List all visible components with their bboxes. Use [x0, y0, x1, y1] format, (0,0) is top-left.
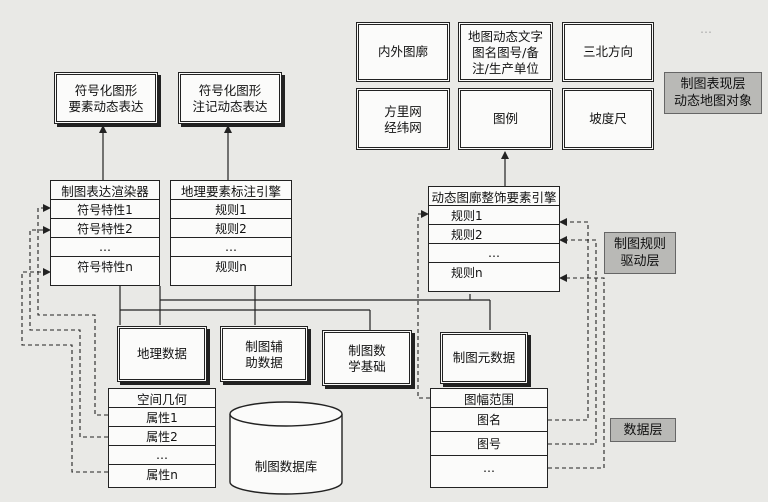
- decoration-engine-title: 动态图廓整饰要素引擎: [429, 187, 559, 206]
- labeling-engine-row: 规则n: [215, 260, 247, 274]
- decoration-engine-row: …: [429, 244, 559, 263]
- geometry-title: 空间几何: [109, 389, 215, 408]
- geometry-row: 属性n: [146, 468, 178, 482]
- grid-line-1: 方里网: [384, 104, 422, 119]
- metadata-label: 制图元数据: [452, 350, 516, 365]
- math-basis-box: 制图数 学基础: [322, 330, 412, 386]
- presentation-layer-tag: 制图表现层 动态地图对象: [664, 72, 762, 114]
- aux-data-box: 制图辅 助数据: [220, 326, 308, 382]
- renderer-row: 符号特性2: [51, 219, 159, 238]
- labeling-engine-title: 地理要素标注引擎: [171, 181, 291, 200]
- geometry-row: 属性2: [109, 427, 215, 446]
- legend-box: 图例: [458, 88, 553, 150]
- inner-outer-frame-box: 内外图廓: [356, 22, 450, 82]
- renderer-row: 符号特性n: [77, 260, 133, 274]
- map-text-line-1: 地图动态文字: [467, 29, 543, 44]
- renderer-title: 制图表达渲染器: [51, 181, 159, 200]
- labeling-engine-row: 规则1: [171, 200, 291, 219]
- geometry-box: 空间几何 属性1 属性2 … 属性n: [108, 388, 216, 488]
- geo-data-label: 地理数据: [136, 346, 187, 361]
- sheet-info-row: …: [483, 461, 495, 475]
- slope-ruler-label: 坡度尺: [589, 111, 627, 126]
- labeling-engine-row: 规则2: [171, 219, 291, 238]
- math-basis-line-1: 制图数: [348, 343, 386, 358]
- presentation-layer-line-2: 动态地图对象: [673, 94, 752, 109]
- north-arrows-label: 三北方向: [582, 44, 633, 59]
- metadata-box: 制图元数据: [440, 332, 528, 384]
- math-basis-line-2: 学基础: [348, 359, 386, 374]
- presentation-layer-line-1: 制图表现层: [680, 77, 746, 92]
- legend-label: 图例: [492, 111, 518, 126]
- data-layer-label: 数据层: [623, 422, 663, 438]
- decoration-engine-row: 规则n: [451, 266, 483, 280]
- rule-layer-line-2: 驱动层: [620, 254, 660, 269]
- renderer-box: 制图表达渲染器 符号特性1 符号特性2 … 符号特性n: [50, 180, 160, 286]
- renderer-row: 符号特性1: [51, 200, 159, 219]
- symbol-feature-line-2: 要素动态表达: [68, 99, 144, 114]
- grid-box: 方里网 经纬网: [356, 88, 450, 150]
- map-text-box: 地图动态文字 图名图号/备 注/生产单位: [458, 22, 553, 82]
- geometry-row: 属性1: [109, 408, 215, 427]
- labeling-engine-box: 地理要素标注引擎 规则1 规则2 … 规则n: [170, 180, 292, 286]
- rule-layer-tag: 制图规则 驱动层: [604, 232, 676, 274]
- database-label: 制图数据库: [254, 459, 318, 474]
- geometry-row: …: [109, 446, 215, 465]
- symbol-annotation-line-2: 注记动态表达: [192, 99, 268, 114]
- aux-data-line-2: 助数据: [245, 355, 283, 370]
- rule-layer-line-1: 制图规则: [613, 237, 666, 252]
- symbol-feature-box: 符号化图形 要素动态表达: [54, 72, 158, 124]
- renderer-row: …: [51, 238, 159, 257]
- sheet-info-row: 图名: [431, 408, 547, 432]
- labeling-engine-row: …: [171, 238, 291, 257]
- database-cylinder: [229, 401, 343, 495]
- decoration-engine-box: 动态图廓整饰要素引擎 规则1 规则2 … 规则n: [428, 186, 560, 292]
- symbol-feature-line-1: 符号化图形: [74, 83, 138, 98]
- sheet-info-row: 图号: [431, 432, 547, 456]
- slope-ruler-box: 坡度尺: [562, 88, 654, 150]
- north-arrows-box: 三北方向: [562, 22, 654, 82]
- inner-outer-frame-label: 内外图廓: [377, 44, 428, 59]
- symbol-annotation-line-1: 符号化图形: [198, 83, 262, 98]
- sheet-info-box: 图幅范围 图名 图号 …: [430, 388, 548, 488]
- map-text-line-2: 图名图号/备: [472, 45, 539, 60]
- geo-data-box: 地理数据: [117, 326, 207, 382]
- decoration-engine-row: 规则2: [429, 225, 559, 244]
- data-layer-tag: 数据层: [610, 418, 676, 442]
- decoration-engine-row: 规则1: [429, 206, 559, 225]
- sheet-info-title: 图幅范围: [431, 389, 547, 408]
- background-text: …: [700, 22, 712, 36]
- map-text-line-3: 注/生产单位: [472, 61, 539, 76]
- symbol-annotation-box: 符号化图形 注记动态表达: [178, 72, 282, 124]
- aux-data-line-1: 制图辅: [245, 339, 283, 354]
- grid-line-2: 经纬网: [384, 120, 422, 135]
